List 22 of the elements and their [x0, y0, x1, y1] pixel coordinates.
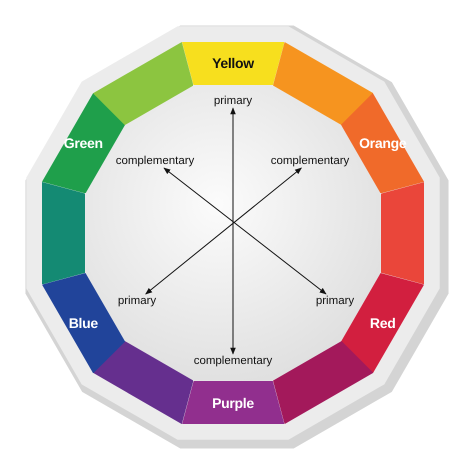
double-arrow: [230, 107, 236, 355]
wheel-segment: [182, 380, 284, 424]
arrow-end-label: complementary: [194, 355, 272, 367]
color-name: Purple: [212, 394, 254, 410]
wheel-segment: [272, 341, 373, 424]
arrow-end-label: primary: [214, 95, 252, 107]
wheel-segment: [42, 182, 86, 284]
color-name: Yellow: [212, 55, 254, 72]
double-arrow: [145, 168, 302, 294]
arrow-end-label: primary: [118, 295, 156, 307]
wheel-segment: [182, 42, 284, 86]
wheel-segment: [272, 42, 373, 125]
double-arrow: [163, 168, 327, 294]
arrow-end-label: primary: [316, 295, 354, 307]
wheel-segment: [380, 182, 424, 284]
arrow-end-label: complementary: [116, 155, 194, 167]
color-name: Blue: [68, 314, 98, 331]
color-name: Green: [64, 135, 103, 152]
wheel-segment: [92, 341, 194, 424]
color-name: Red: [370, 314, 396, 331]
wheel-segment: [92, 42, 194, 125]
arrow-end-label: complementary: [270, 155, 350, 167]
